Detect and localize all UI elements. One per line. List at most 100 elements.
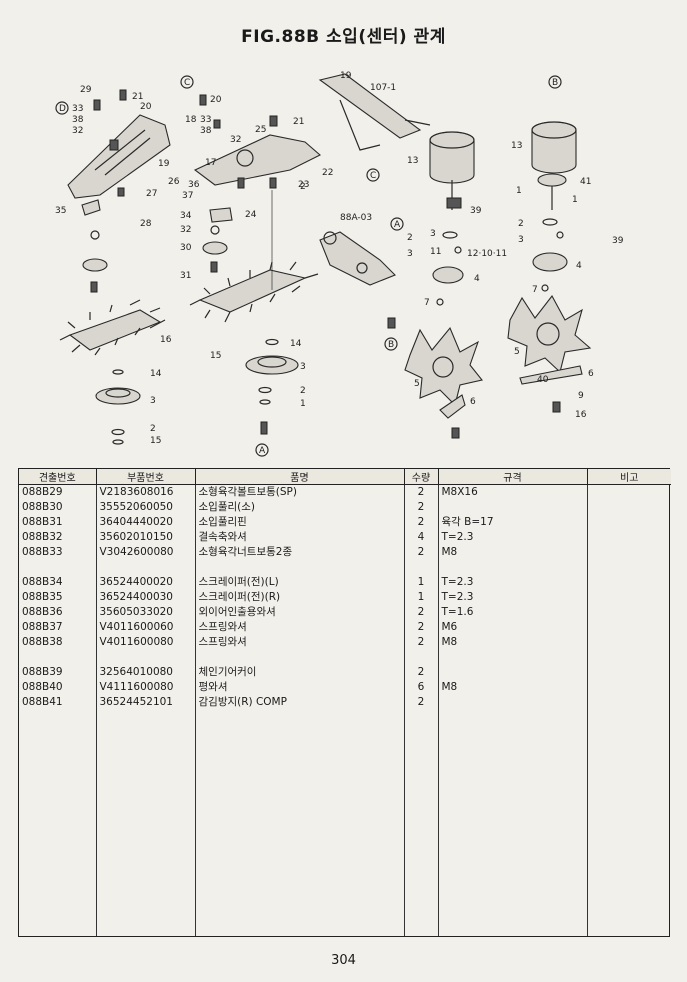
marker-a-1: A [394, 220, 401, 230]
callout-number: 32 [230, 135, 241, 145]
callout-number: 23 [298, 180, 309, 190]
table-cell: 소입풀리(소) [195, 500, 405, 515]
col-header-part-name: 품명 [195, 469, 405, 485]
callout-number: 4 [576, 261, 582, 271]
callout-number: 22 [322, 168, 333, 178]
exploded-parts-diagram: D C C B A A B 29 21 33 38 32 20 18 33 38… [0, 60, 687, 465]
table-cell: 2 [404, 620, 439, 635]
table-cell: 2 [404, 500, 439, 515]
table-cell: 088B38 [19, 635, 97, 650]
table-cell-empty [587, 710, 671, 936]
callout-number: 11 [430, 247, 441, 257]
marker-c-1: C [184, 78, 190, 88]
callout-number: 33 [72, 104, 83, 114]
table-cell [587, 530, 671, 545]
table-cell: V3042600080 [96, 545, 196, 560]
table-cell: 스프링와셔 [195, 635, 405, 650]
marker-b-1: B [552, 78, 558, 88]
callout-number: 24 [245, 210, 257, 220]
callout-number: 107-1 [370, 83, 396, 93]
callout-number: 2 [407, 233, 413, 243]
table-cell: 평와셔 [195, 680, 405, 695]
table-cell: 감김방지(R) COMP [195, 695, 405, 710]
table-cell: T=1.6 [438, 605, 588, 620]
table-cell: 088B31 [19, 515, 97, 530]
table-cell [195, 560, 405, 575]
table-cell-empty [195, 710, 405, 936]
callout-number: 25 [255, 125, 266, 135]
callout-number: 7 [532, 285, 538, 295]
callout-number: 19 [340, 71, 352, 81]
table-cell [195, 650, 405, 665]
table-cell: 088B30 [19, 500, 97, 515]
callout-number: 27 [146, 189, 157, 199]
table-row [19, 650, 671, 665]
callout-number: 3 [407, 249, 413, 259]
callout-number: 17 [205, 158, 216, 168]
callout-number: 6 [588, 369, 594, 379]
table-cell: 35552060050 [96, 500, 196, 515]
callout-number: 2 [300, 182, 306, 192]
table-cell: 소형육각볼트보통(SP) [195, 484, 405, 500]
center-spiked-wheel [189, 190, 319, 435]
table-cell: 외이어인출용와셔 [195, 605, 405, 620]
right-column-1 [404, 131, 483, 439]
callout-number: 21 [293, 117, 304, 127]
callout-number: 26 [168, 177, 180, 187]
table-cell: 088B32 [19, 530, 97, 545]
callout-number: 2 [518, 219, 524, 229]
callout-number: 39 [612, 236, 624, 246]
table-cell [587, 605, 671, 620]
table-cell [587, 560, 671, 575]
table-cell [587, 500, 671, 515]
callout-number: 32 [72, 126, 83, 136]
table-cell-empty [404, 710, 439, 936]
callout-number: 1 [516, 186, 522, 196]
table-cell: 2 [404, 665, 439, 680]
table-cell: 2 [404, 484, 439, 500]
marker-a-2: A [259, 446, 266, 456]
table-cell: 088B40 [19, 680, 97, 695]
callout-number: 31 [180, 271, 191, 281]
table-cell-empty [19, 710, 97, 936]
left-spiked-wheel [59, 299, 166, 445]
page-number: 304 [331, 953, 356, 968]
callout-number: 6 [470, 397, 476, 407]
callout-number: 37 [182, 191, 193, 201]
table-cell [438, 695, 588, 710]
table-cell: 6 [404, 680, 439, 695]
col-header-ref-no: 견출번호 [19, 469, 97, 485]
left-carrier-plate [67, 89, 171, 199]
table-cell-empty [438, 710, 588, 936]
table-filler-row [19, 710, 671, 936]
table-cell: 36404440020 [96, 515, 196, 530]
table-cell: 4 [404, 530, 439, 545]
marker-d: D [59, 104, 66, 114]
callout-number: 32 [180, 225, 191, 235]
table-cell: 2 [404, 515, 439, 530]
callout-number: 3 [150, 396, 156, 406]
table-cell: 36524400030 [96, 590, 196, 605]
table-cell: 088B36 [19, 605, 97, 620]
table-cell: 36524452101 [96, 695, 196, 710]
table-header-row: 견출번호 부품번호 품명 수량 규격 비고 [19, 469, 671, 485]
table-cell: 소형육각너트보통2종 [195, 545, 405, 560]
center-shaft-assembly [319, 231, 396, 329]
table-row [19, 560, 671, 575]
callout-number: 29 [80, 85, 92, 95]
table-cell [587, 635, 671, 650]
callout-number: 20 [210, 95, 222, 105]
callout-number: 34 [180, 211, 192, 221]
left-small-parts [81, 187, 125, 293]
callout-number: 40 [537, 375, 549, 385]
table-cell [96, 560, 196, 575]
